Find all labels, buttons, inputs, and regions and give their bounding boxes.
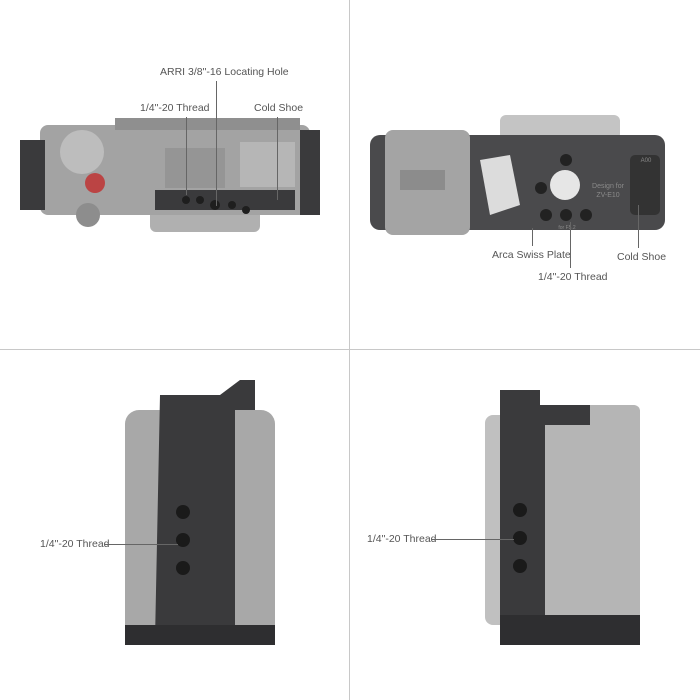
- bottom-view-image: Design for ZV-E10 A00 for F5.2: [370, 115, 665, 235]
- callout-line: [186, 117, 187, 195]
- front-view-image: [125, 380, 275, 645]
- engraving-f52: for F5.2: [558, 225, 575, 231]
- callout-arca-swiss-plate: Arca Swiss Plate: [492, 249, 571, 261]
- callout-thread-front: 1/4"-20 Thread: [40, 538, 110, 550]
- horizontal-divider: [0, 349, 700, 350]
- callout-thread-top: 1/4"-20 Thread: [140, 102, 210, 114]
- callout-line: [570, 222, 571, 268]
- callout-thread-side: 1/4"-20 Thread: [367, 533, 437, 545]
- top-view-image: [20, 118, 320, 232]
- callout-line: [638, 205, 639, 248]
- vertical-divider: [349, 0, 350, 700]
- callout-line: [432, 539, 514, 540]
- callout-line: [532, 228, 533, 246]
- engraving-serial: A00: [641, 158, 652, 164]
- engraving-model: ZV-E10: [596, 192, 619, 199]
- callout-line: [216, 81, 217, 206]
- callout-cold-shoe-bottom: Cold Shoe: [617, 251, 667, 263]
- callout-line: [277, 117, 278, 200]
- callout-thread-bottom: 1/4"-20 Thread: [538, 271, 608, 283]
- callout-line: [104, 544, 178, 545]
- side-view-image: [485, 390, 640, 645]
- engraving-design-for: Design for: [592, 183, 625, 190]
- callout-arri-locating-hole: ARRI 3/8"-16 Locating Hole: [160, 66, 289, 78]
- callout-cold-shoe-top: Cold Shoe: [254, 102, 304, 114]
